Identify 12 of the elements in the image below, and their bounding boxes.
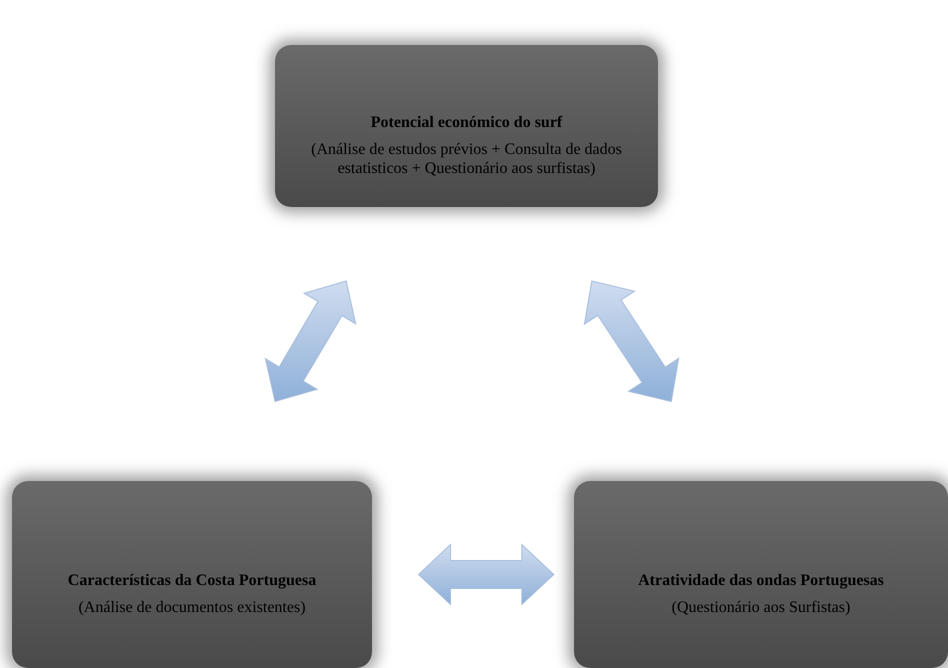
box-heading: Potencial económico do surf [370,113,562,132]
double-arrow [264,280,356,402]
double-arrow [584,280,680,402]
box-description: (Questionário aos Surfistas) [672,598,850,617]
box-description: (Análise de documentos existentes) [78,598,306,617]
process-box [12,481,372,668]
box-description: (Análise de estudos prévios + Consulta de dados estatisticos + Questionário aos surfistas) [310,140,623,178]
box-heading: Características da Costa Portuguesa [68,571,316,590]
box-heading: Atratividade das ondas Portuguesas [638,571,884,590]
process-box [275,45,658,207]
double-arrow [418,543,555,606]
process-box [574,481,948,668]
